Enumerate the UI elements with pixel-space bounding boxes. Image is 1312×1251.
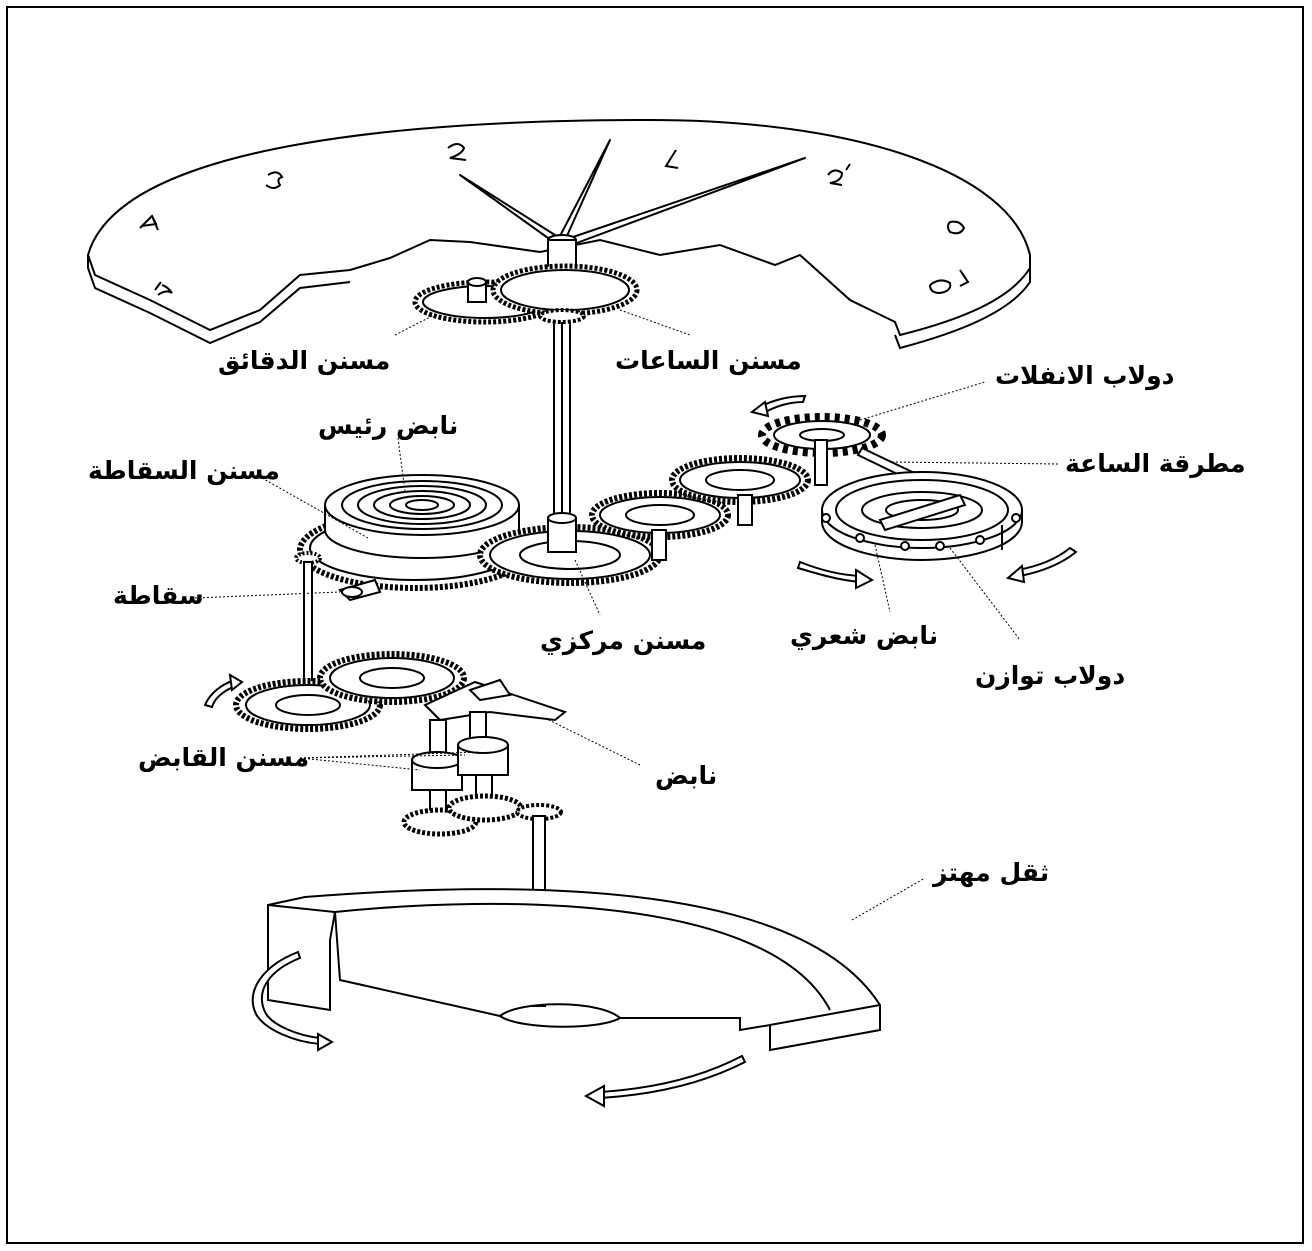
label-ratchet-wheel: مسنن السقاطة: [88, 456, 280, 485]
label-oscillating-weight: ثقل مهتز: [933, 858, 1050, 887]
dial-numerals: [139, 143, 970, 296]
motion-works: [412, 263, 640, 325]
leader-lines: [194, 309, 1059, 921]
label-balance-wheel: دولاب توازن: [975, 661, 1126, 690]
dial: [86, 118, 1031, 350]
oscillating-weight-ring: [267, 888, 881, 1052]
balance-wheel: [821, 471, 1023, 561]
mainspring-barrel: [297, 474, 533, 591]
label-clutch-wheel: مسنن القابض: [138, 743, 310, 772]
diagram-frame: [6, 6, 1304, 1244]
label-hour-wheel: مسنن الساعات: [615, 346, 802, 375]
label-click: سقاطة: [113, 581, 204, 610]
label-spring: نابض: [655, 761, 718, 790]
label-escape-wheel: دولاب الانفلات: [995, 361, 1175, 390]
clutch-wheels: [401, 711, 524, 837]
click-assembly: [294, 551, 382, 701]
label-center-wheel: مسنن مركزي: [540, 626, 707, 655]
label-hairspring: نابض شعري: [790, 621, 939, 650]
train-wheels: [589, 455, 811, 561]
label-pallet-fork: مطرقة الساعة: [1065, 449, 1246, 478]
label-minute-wheel: مسنن الدقائق: [218, 346, 391, 375]
rotation-arrows: [203, 394, 1078, 1108]
winding-wheels: [233, 651, 467, 732]
label-mainspring: نابض رئيس: [318, 411, 459, 440]
